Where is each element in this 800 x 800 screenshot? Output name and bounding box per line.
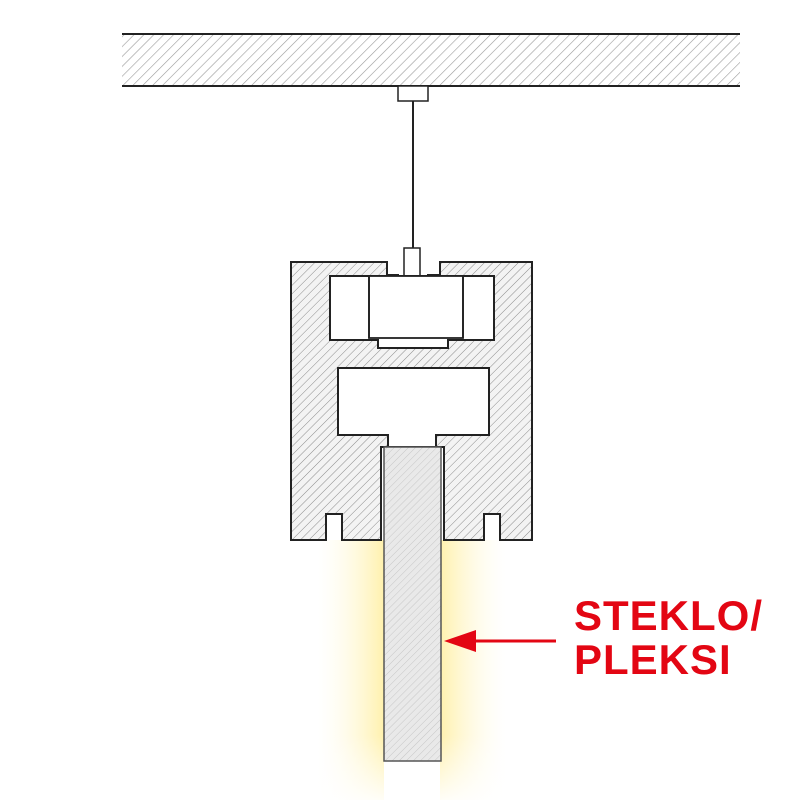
panel-label: STEKLO/ PLEKSI [574, 594, 763, 682]
ceiling [122, 33, 740, 87]
light-glow [318, 540, 506, 800]
led-holder [368, 275, 464, 339]
cable-end-fitting [403, 247, 421, 279]
panel-label-line1: STEKLO/ [574, 592, 764, 639]
ceiling-mount [397, 85, 429, 102]
glass-panel [383, 446, 442, 762]
panel-label-line2: PLEKSI [574, 636, 732, 683]
callout-arrow [444, 630, 556, 652]
